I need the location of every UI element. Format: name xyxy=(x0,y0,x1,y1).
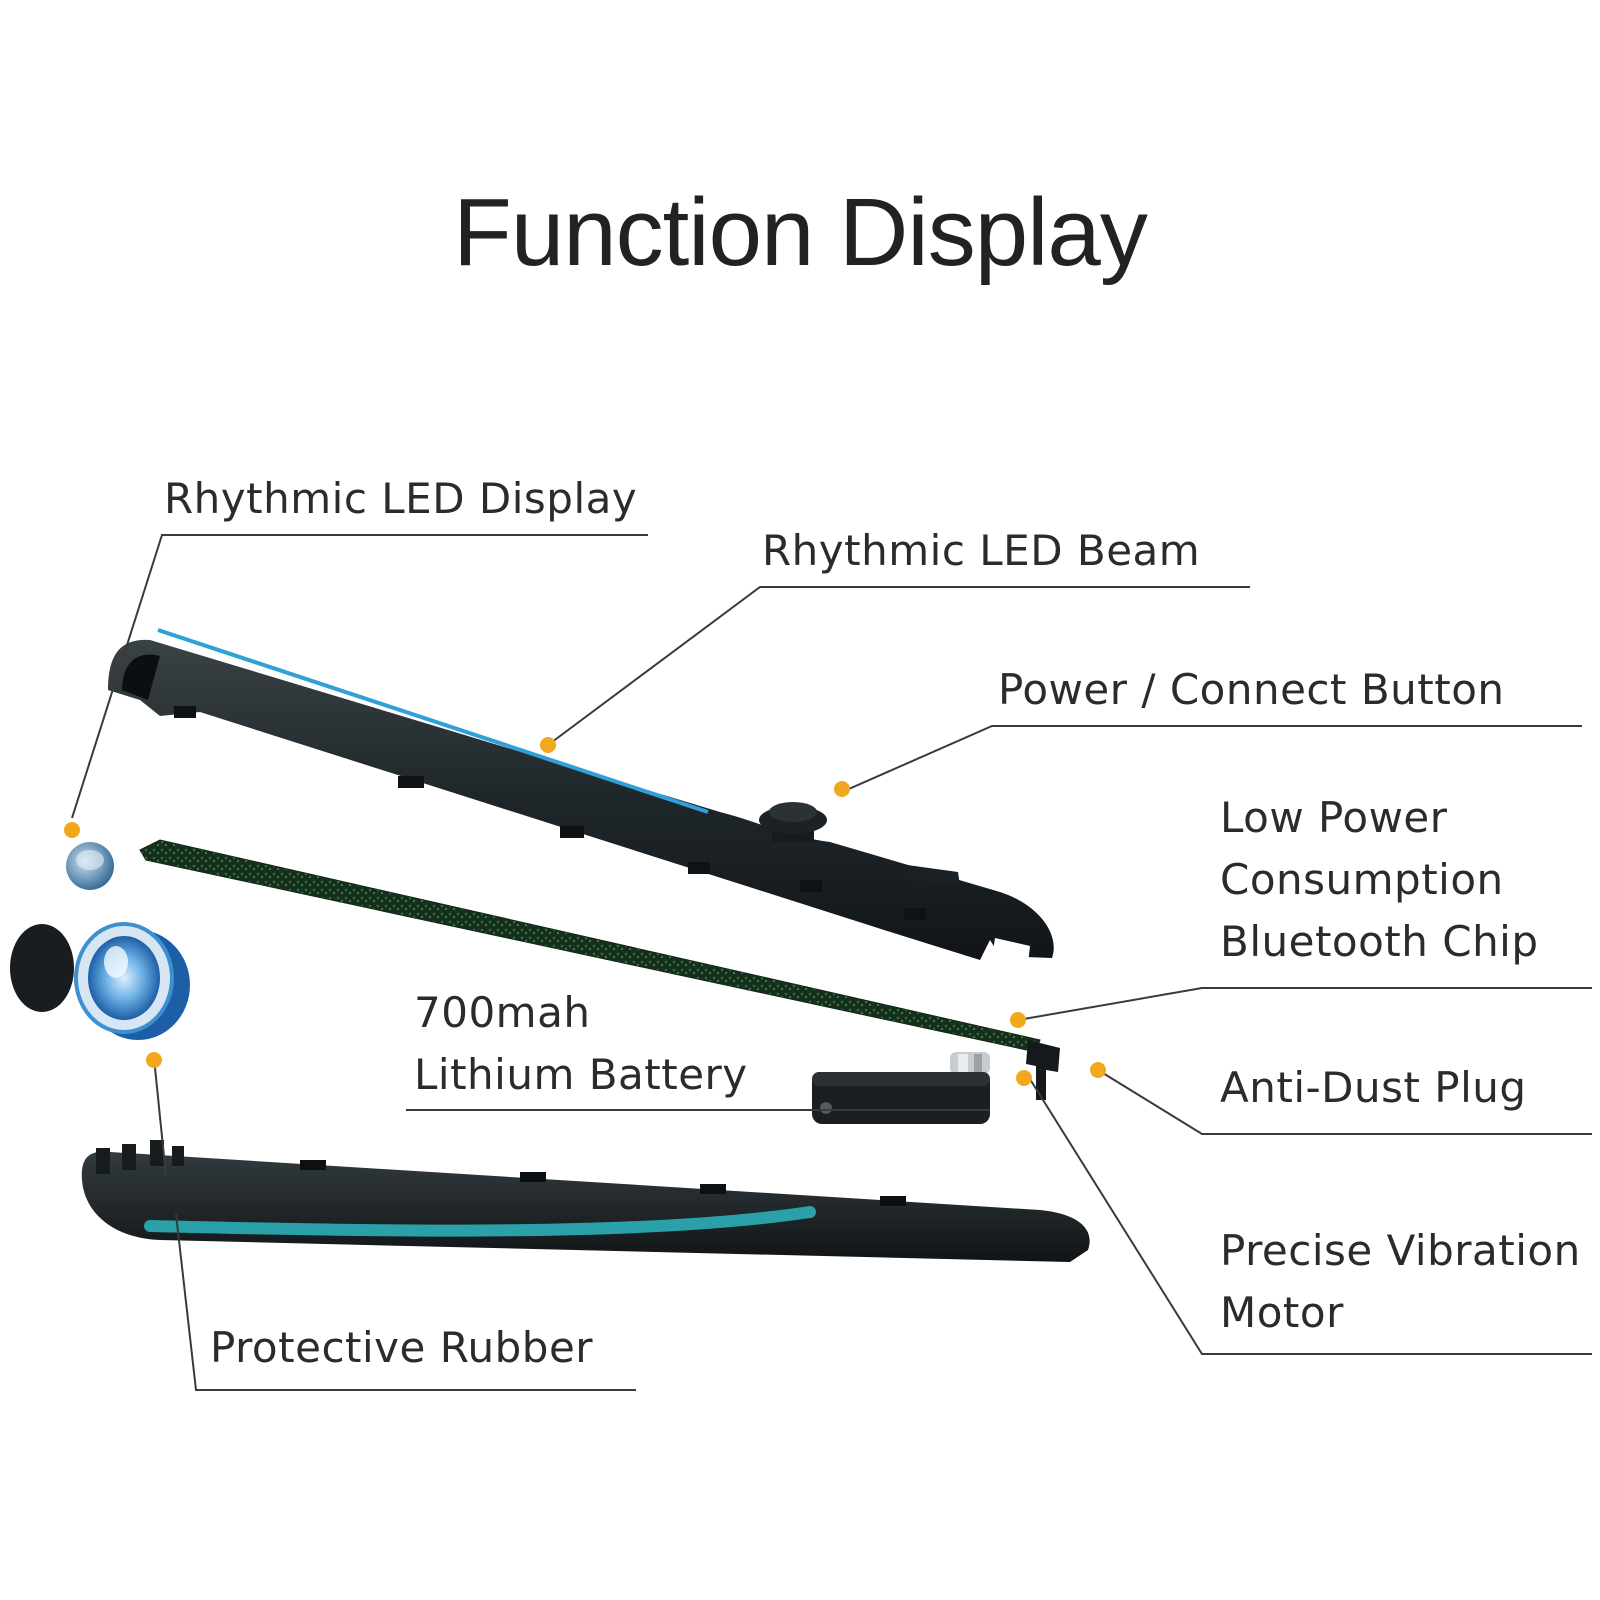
anti-dust-plug-part xyxy=(1026,1040,1060,1100)
label-protective-rubber: Protective Rubber xyxy=(210,1323,594,1372)
housing-notch xyxy=(992,938,1030,964)
end-cap-disc xyxy=(10,924,74,1012)
housing-tooth xyxy=(150,1140,164,1166)
label-bt-chip-line2: Consumption xyxy=(1220,855,1504,904)
label-anti-dust-plug: Anti-Dust Plug xyxy=(1220,1063,1527,1112)
housing-clip xyxy=(688,862,710,874)
battery-part xyxy=(812,1072,990,1124)
leader-lines xyxy=(71,534,1592,1391)
label-motor-line2: Motor xyxy=(1220,1288,1344,1337)
leader-bt-chip xyxy=(1017,987,1592,1021)
housing-clip xyxy=(800,880,822,892)
marker-bt-chip xyxy=(1010,1012,1026,1028)
callout-markers xyxy=(64,737,1106,1086)
top-housing-end-cap xyxy=(122,654,160,700)
leader-led-beam xyxy=(547,586,1250,746)
housing-clip xyxy=(880,1196,906,1206)
top-housing-shell xyxy=(108,639,1054,960)
marker-lens xyxy=(146,1052,162,1068)
bottom-housing xyxy=(81,1140,1090,1262)
label-bt-chip-line3: Bluetooth Chip xyxy=(1220,917,1539,966)
marker-motor xyxy=(1016,1070,1032,1086)
bottom-housing-shell xyxy=(81,1151,1090,1262)
led-beam-strip xyxy=(157,628,709,814)
leader-led-display xyxy=(71,534,648,819)
housing-clip xyxy=(520,1172,546,1182)
diagram-title: Function Display xyxy=(453,179,1148,286)
marker-led-display xyxy=(64,822,80,838)
housing-clip xyxy=(560,826,584,838)
housing-clip xyxy=(700,1184,726,1194)
leader-lens xyxy=(153,1057,167,1177)
leader-power-button xyxy=(841,725,1582,793)
marker-led-beam xyxy=(540,737,556,753)
large-lens xyxy=(74,922,190,1040)
top-housing xyxy=(108,639,1054,964)
leader-anti-dust xyxy=(1097,1069,1592,1135)
marker-power-button xyxy=(834,781,850,797)
label-motor-line1: Precise Vibration xyxy=(1220,1226,1581,1275)
housing-clip xyxy=(398,776,424,788)
housing-tooth xyxy=(96,1148,110,1174)
housing-clip xyxy=(174,706,196,718)
housing-tooth xyxy=(122,1144,136,1170)
label-rhythmic-led-display: Rhythmic LED Display xyxy=(164,474,638,523)
label-bt-chip-line1: Low Power xyxy=(1220,793,1448,842)
leader-rubber xyxy=(175,1213,636,1391)
label-rhythmic-led-beam: Rhythmic LED Beam xyxy=(762,526,1201,575)
housing-clip xyxy=(300,1160,326,1170)
button-clip xyxy=(898,864,960,886)
label-power-connect-button: Power / Connect Button xyxy=(998,665,1505,714)
rubber-stripe xyxy=(144,1206,816,1237)
marker-anti-dust xyxy=(1090,1062,1106,1078)
vibration-motor-part xyxy=(950,1052,990,1074)
small-led-lens xyxy=(66,842,114,890)
housing-tooth xyxy=(172,1146,184,1166)
leader-motor xyxy=(1027,1075,1592,1355)
label-battery-line2: Lithium Battery xyxy=(414,1050,748,1099)
power-button xyxy=(759,802,827,842)
label-battery-line1: 700mah xyxy=(414,988,591,1037)
housing-clip xyxy=(904,908,926,920)
